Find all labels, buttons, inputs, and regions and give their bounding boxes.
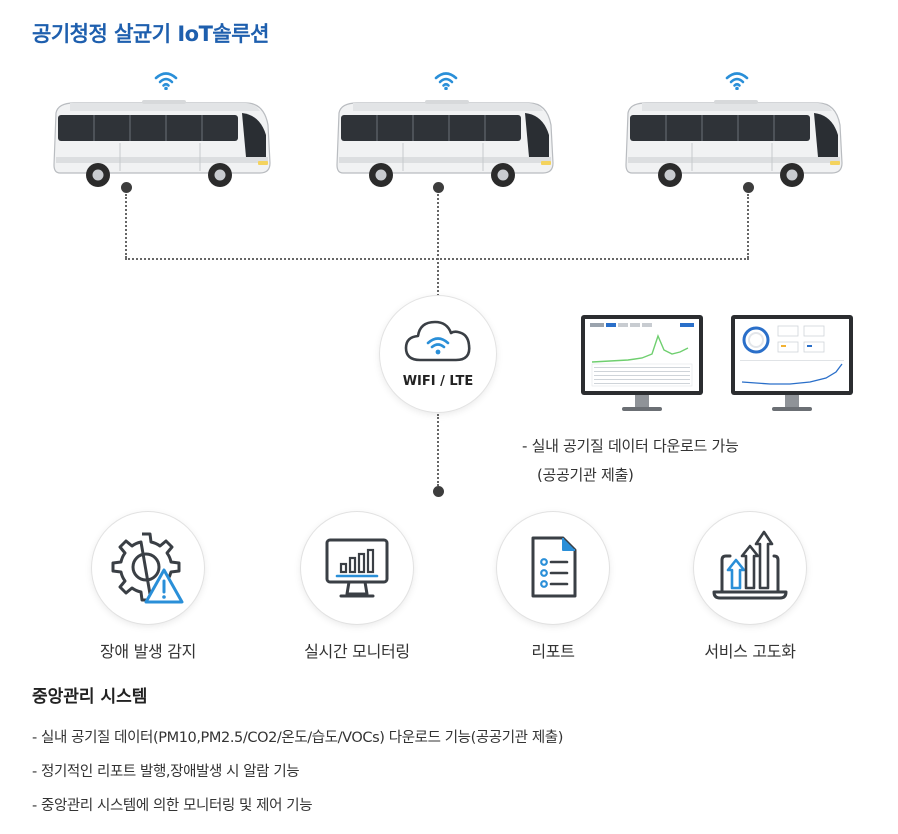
monitor-chart-icon <box>319 530 395 606</box>
dashboard-monitor <box>580 314 704 414</box>
feature-label: 장애 발생 감지 <box>99 642 197 661</box>
feature-label: 실시간 모니터링 <box>304 642 410 661</box>
bus-wifi-icon <box>153 70 179 90</box>
report-document-icon <box>517 530 589 606</box>
monitor-note-line2: (공공기관 제출) <box>537 466 634 484</box>
bus-wifi-icon <box>724 70 750 90</box>
feature-fault-detection <box>92 512 204 624</box>
connector-line <box>437 414 439 486</box>
connector-line <box>125 258 749 260</box>
connector-line <box>125 194 127 258</box>
network-hub: WIFI / LTE <box>380 296 496 412</box>
connection-node <box>433 182 444 193</box>
gear-warning-icon <box>108 528 188 608</box>
cloud-wifi-icon <box>402 314 474 366</box>
connection-node <box>121 182 132 193</box>
system-bullet: - 실내 공기질 데이터(PM10,PM2.5/CO2/온도/습도/VOCs) … <box>32 730 563 746</box>
monitor-note-line1: - 실내 공기질 데이터 다운로드 가능 <box>522 437 739 455</box>
feature-report <box>497 512 609 624</box>
dashboard-monitor <box>730 314 854 414</box>
feature-realtime-monitoring <box>301 512 413 624</box>
bus-wifi-icon <box>433 70 459 90</box>
system-bullet: - 정기적인 리포트 발행,장애발생 시 알람 기능 <box>32 764 300 780</box>
system-bullet: - 중앙관리 시스템에 의한 모니터링 및 제어 기능 <box>32 798 313 814</box>
laptop-growth-icon <box>710 526 790 606</box>
system-title: 중앙관리 시스템 <box>32 687 148 707</box>
connection-node <box>433 486 444 497</box>
connection-node <box>743 182 754 193</box>
bus-image <box>622 95 844 205</box>
page-title: 공기청정 살균기 IoT솔루션 <box>32 22 269 46</box>
connector-line <box>437 194 439 296</box>
bus-image <box>50 95 272 205</box>
feature-service-upgrade <box>694 512 806 624</box>
feature-label: 서비스 고도화 <box>704 642 796 661</box>
connector-line <box>747 194 749 258</box>
hub-label: WIFI / LTE <box>402 374 474 389</box>
bus-image <box>333 95 555 205</box>
feature-label: 리포트 <box>531 642 575 661</box>
